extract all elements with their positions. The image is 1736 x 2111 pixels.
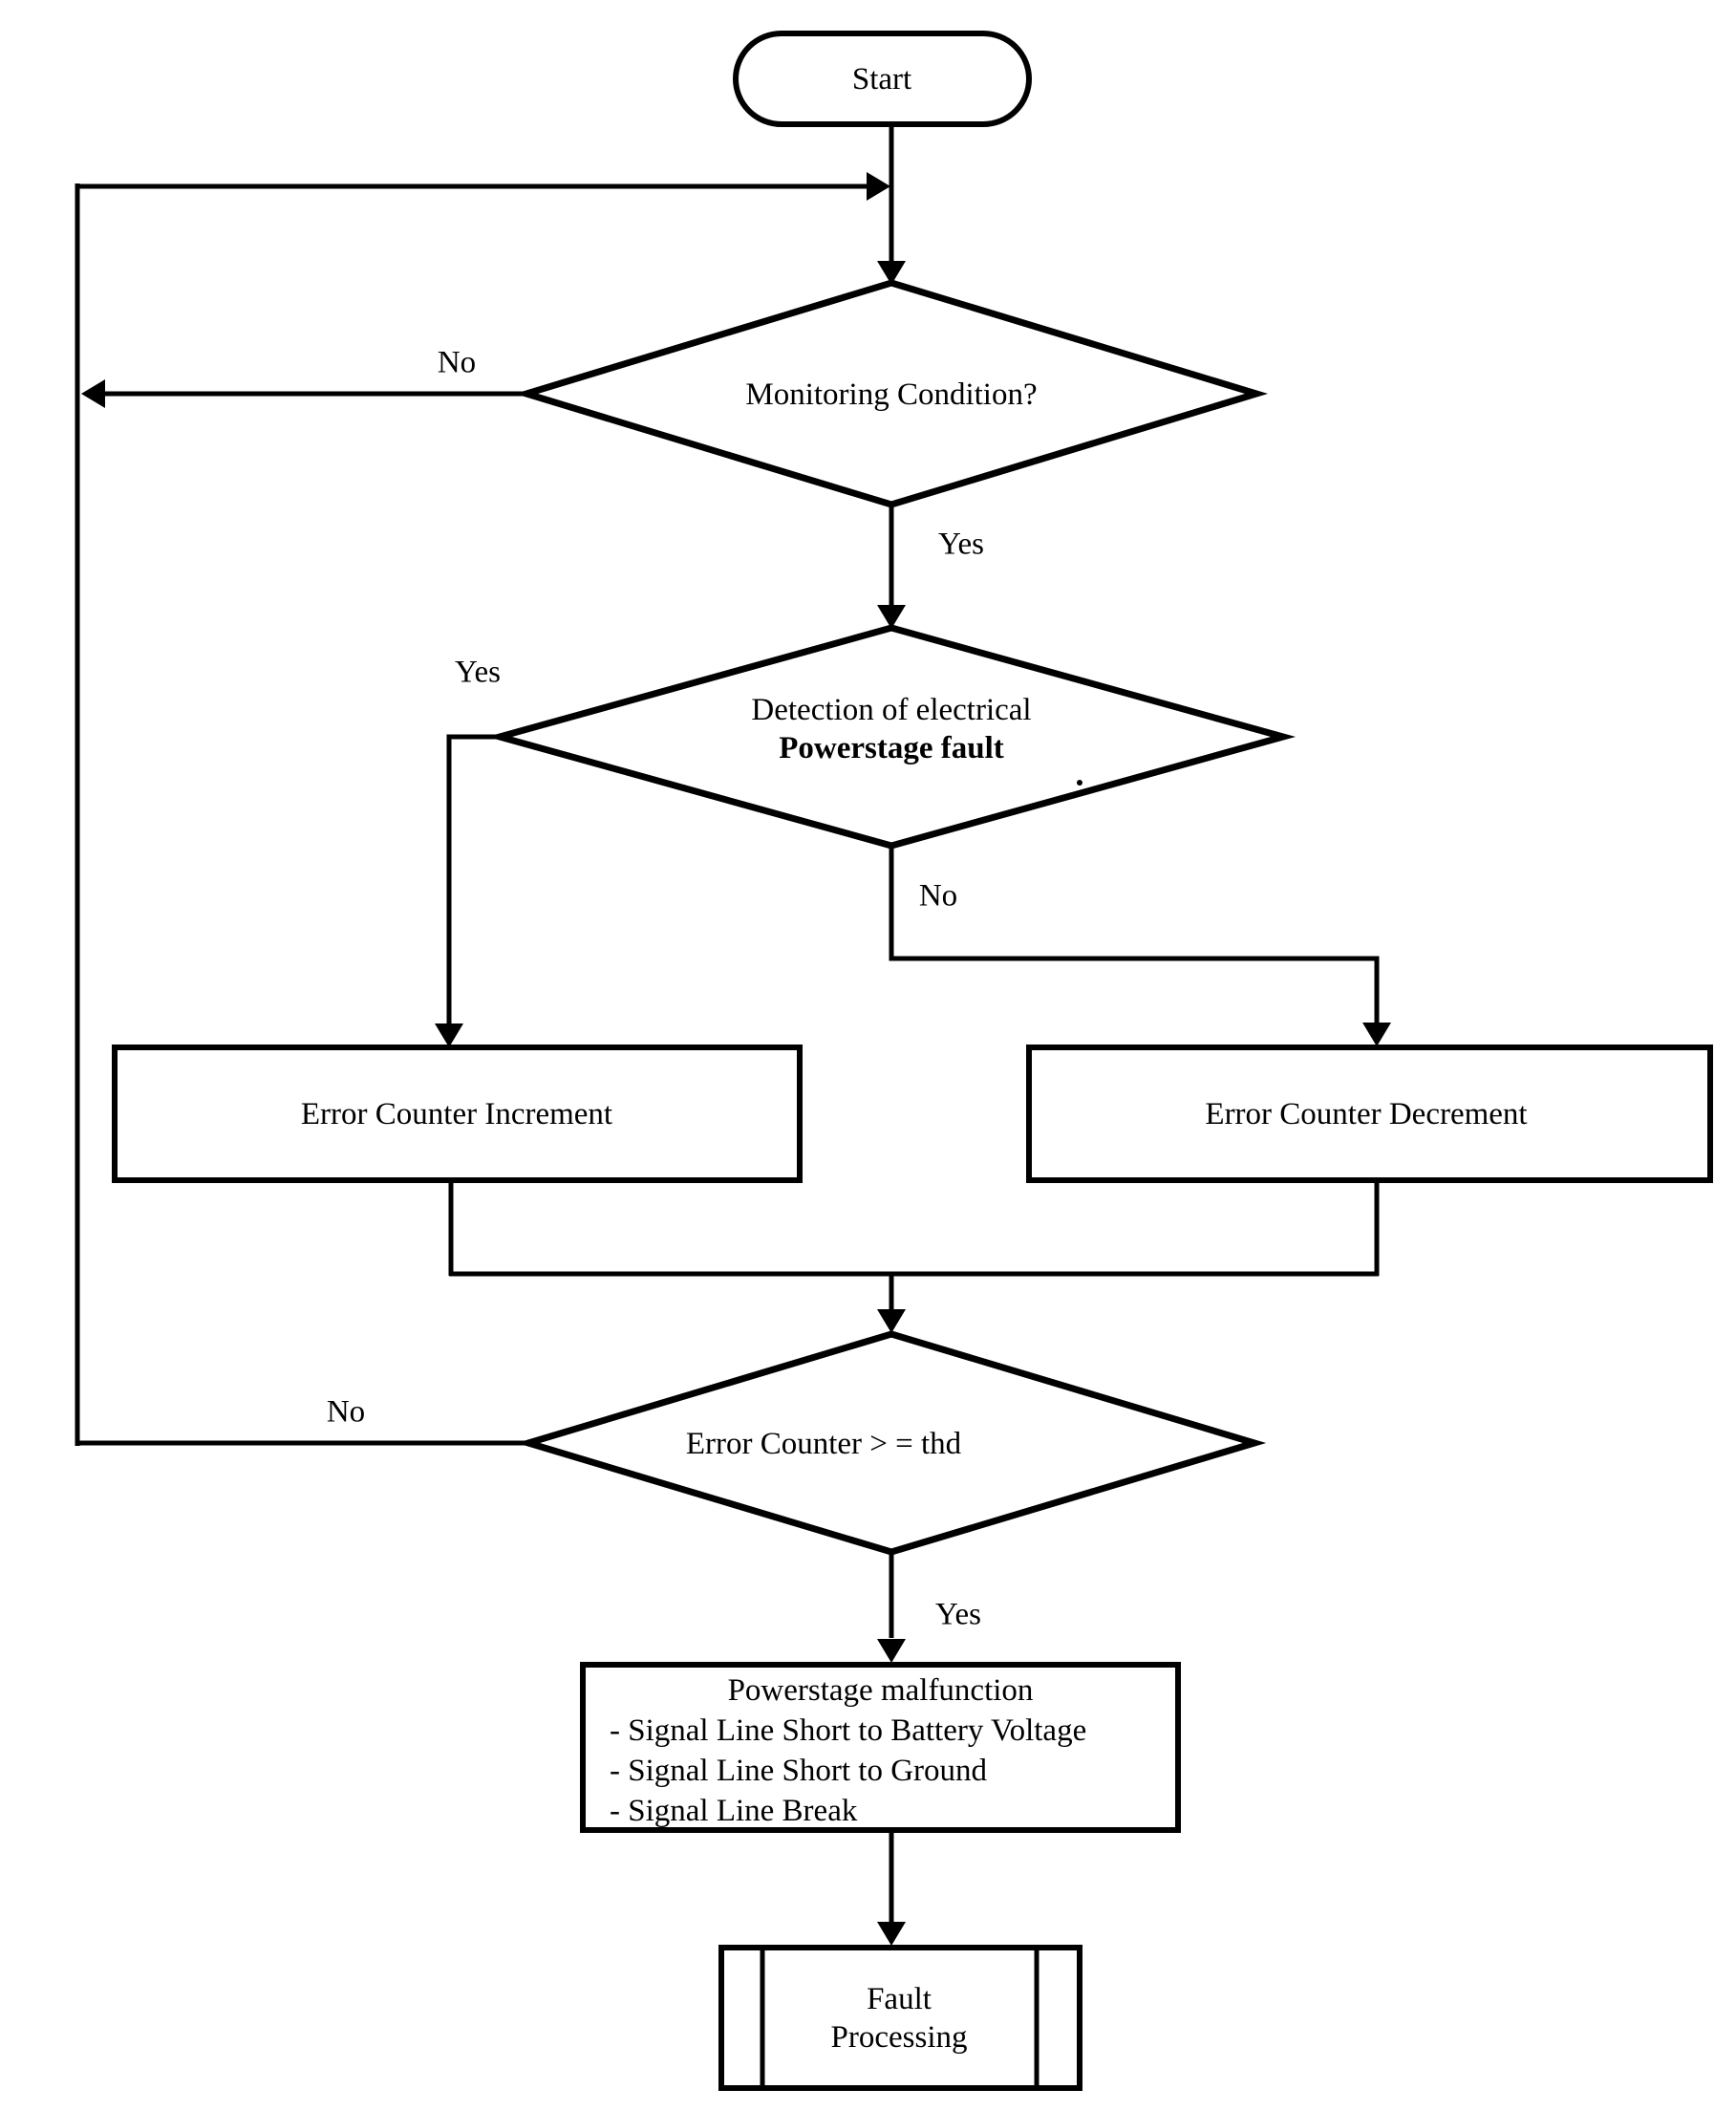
arrowhead-loop-into-mainline xyxy=(867,172,890,201)
threshold-decision-shape xyxy=(516,1330,1267,1556)
malfunction-process-shape xyxy=(580,1662,1181,1833)
decrement-process-shape xyxy=(1026,1045,1713,1183)
increment-label: Error Counter Increment xyxy=(300,1097,613,1131)
edge-label-detection-no: No xyxy=(918,878,958,914)
monitoring-decision-shape xyxy=(514,279,1269,508)
detection-label: Detection of electrical Powerstage fault xyxy=(751,691,1031,767)
arrowhead-into-monitoring xyxy=(877,261,906,285)
arrowhead-into-increment xyxy=(435,1023,463,1047)
malfunction-item-3: - Signal Line Break xyxy=(610,1794,858,1828)
malfunction-label: Powerstage malfunction - Signal Line Sho… xyxy=(583,1670,1178,1831)
edge-label-monitoring-yes: Yes xyxy=(937,527,985,562)
edge-detection-yes xyxy=(446,734,500,1024)
arrowhead-into-malfunction xyxy=(877,1639,906,1663)
edge-label-threshold-yes: Yes xyxy=(934,1597,982,1632)
edge-label-detection-yes: Yes xyxy=(454,655,502,690)
detection-label-line1: Detection of electrical xyxy=(751,693,1032,727)
arrowhead-monitoring-no xyxy=(81,379,105,408)
stray-dot-artifact xyxy=(1077,780,1082,786)
monitoring-label: Monitoring Condition? xyxy=(745,377,1038,412)
arrowhead-into-decrement xyxy=(1362,1023,1391,1046)
edge-label-monitoring-no: No xyxy=(437,345,477,380)
malfunction-item-2: - Signal Line Short to Ground xyxy=(610,1754,988,1788)
fault-label-line1: Fault xyxy=(867,1982,932,2016)
increment-process-shape xyxy=(112,1045,803,1183)
malfunction-title: Powerstage malfunction xyxy=(727,1673,1034,1708)
edge-detection-no xyxy=(889,844,1380,1023)
decrement-label: Error Counter Decrement xyxy=(1205,1097,1528,1131)
start-label: Start xyxy=(851,62,912,97)
threshold-label: Error Counter > = thd xyxy=(685,1427,962,1461)
detection-label-line2: Powerstage fault xyxy=(779,731,1004,765)
detection-decision-shape xyxy=(486,624,1297,850)
arrowhead-into-threshold xyxy=(877,1309,906,1333)
fault-predefined-process-shape xyxy=(718,1945,1082,2091)
arrowhead-into-detection xyxy=(877,605,906,629)
fault-label-line2: Processing xyxy=(830,2020,968,2055)
fault-label: Fault Processing xyxy=(831,1980,968,2057)
edge-label-threshold-no: No xyxy=(326,1394,366,1430)
start-terminator-shape xyxy=(733,31,1032,127)
malfunction-item-1: - Signal Line Short to Battery Voltage xyxy=(610,1713,1087,1748)
arrowhead-into-fault xyxy=(877,1922,906,1946)
